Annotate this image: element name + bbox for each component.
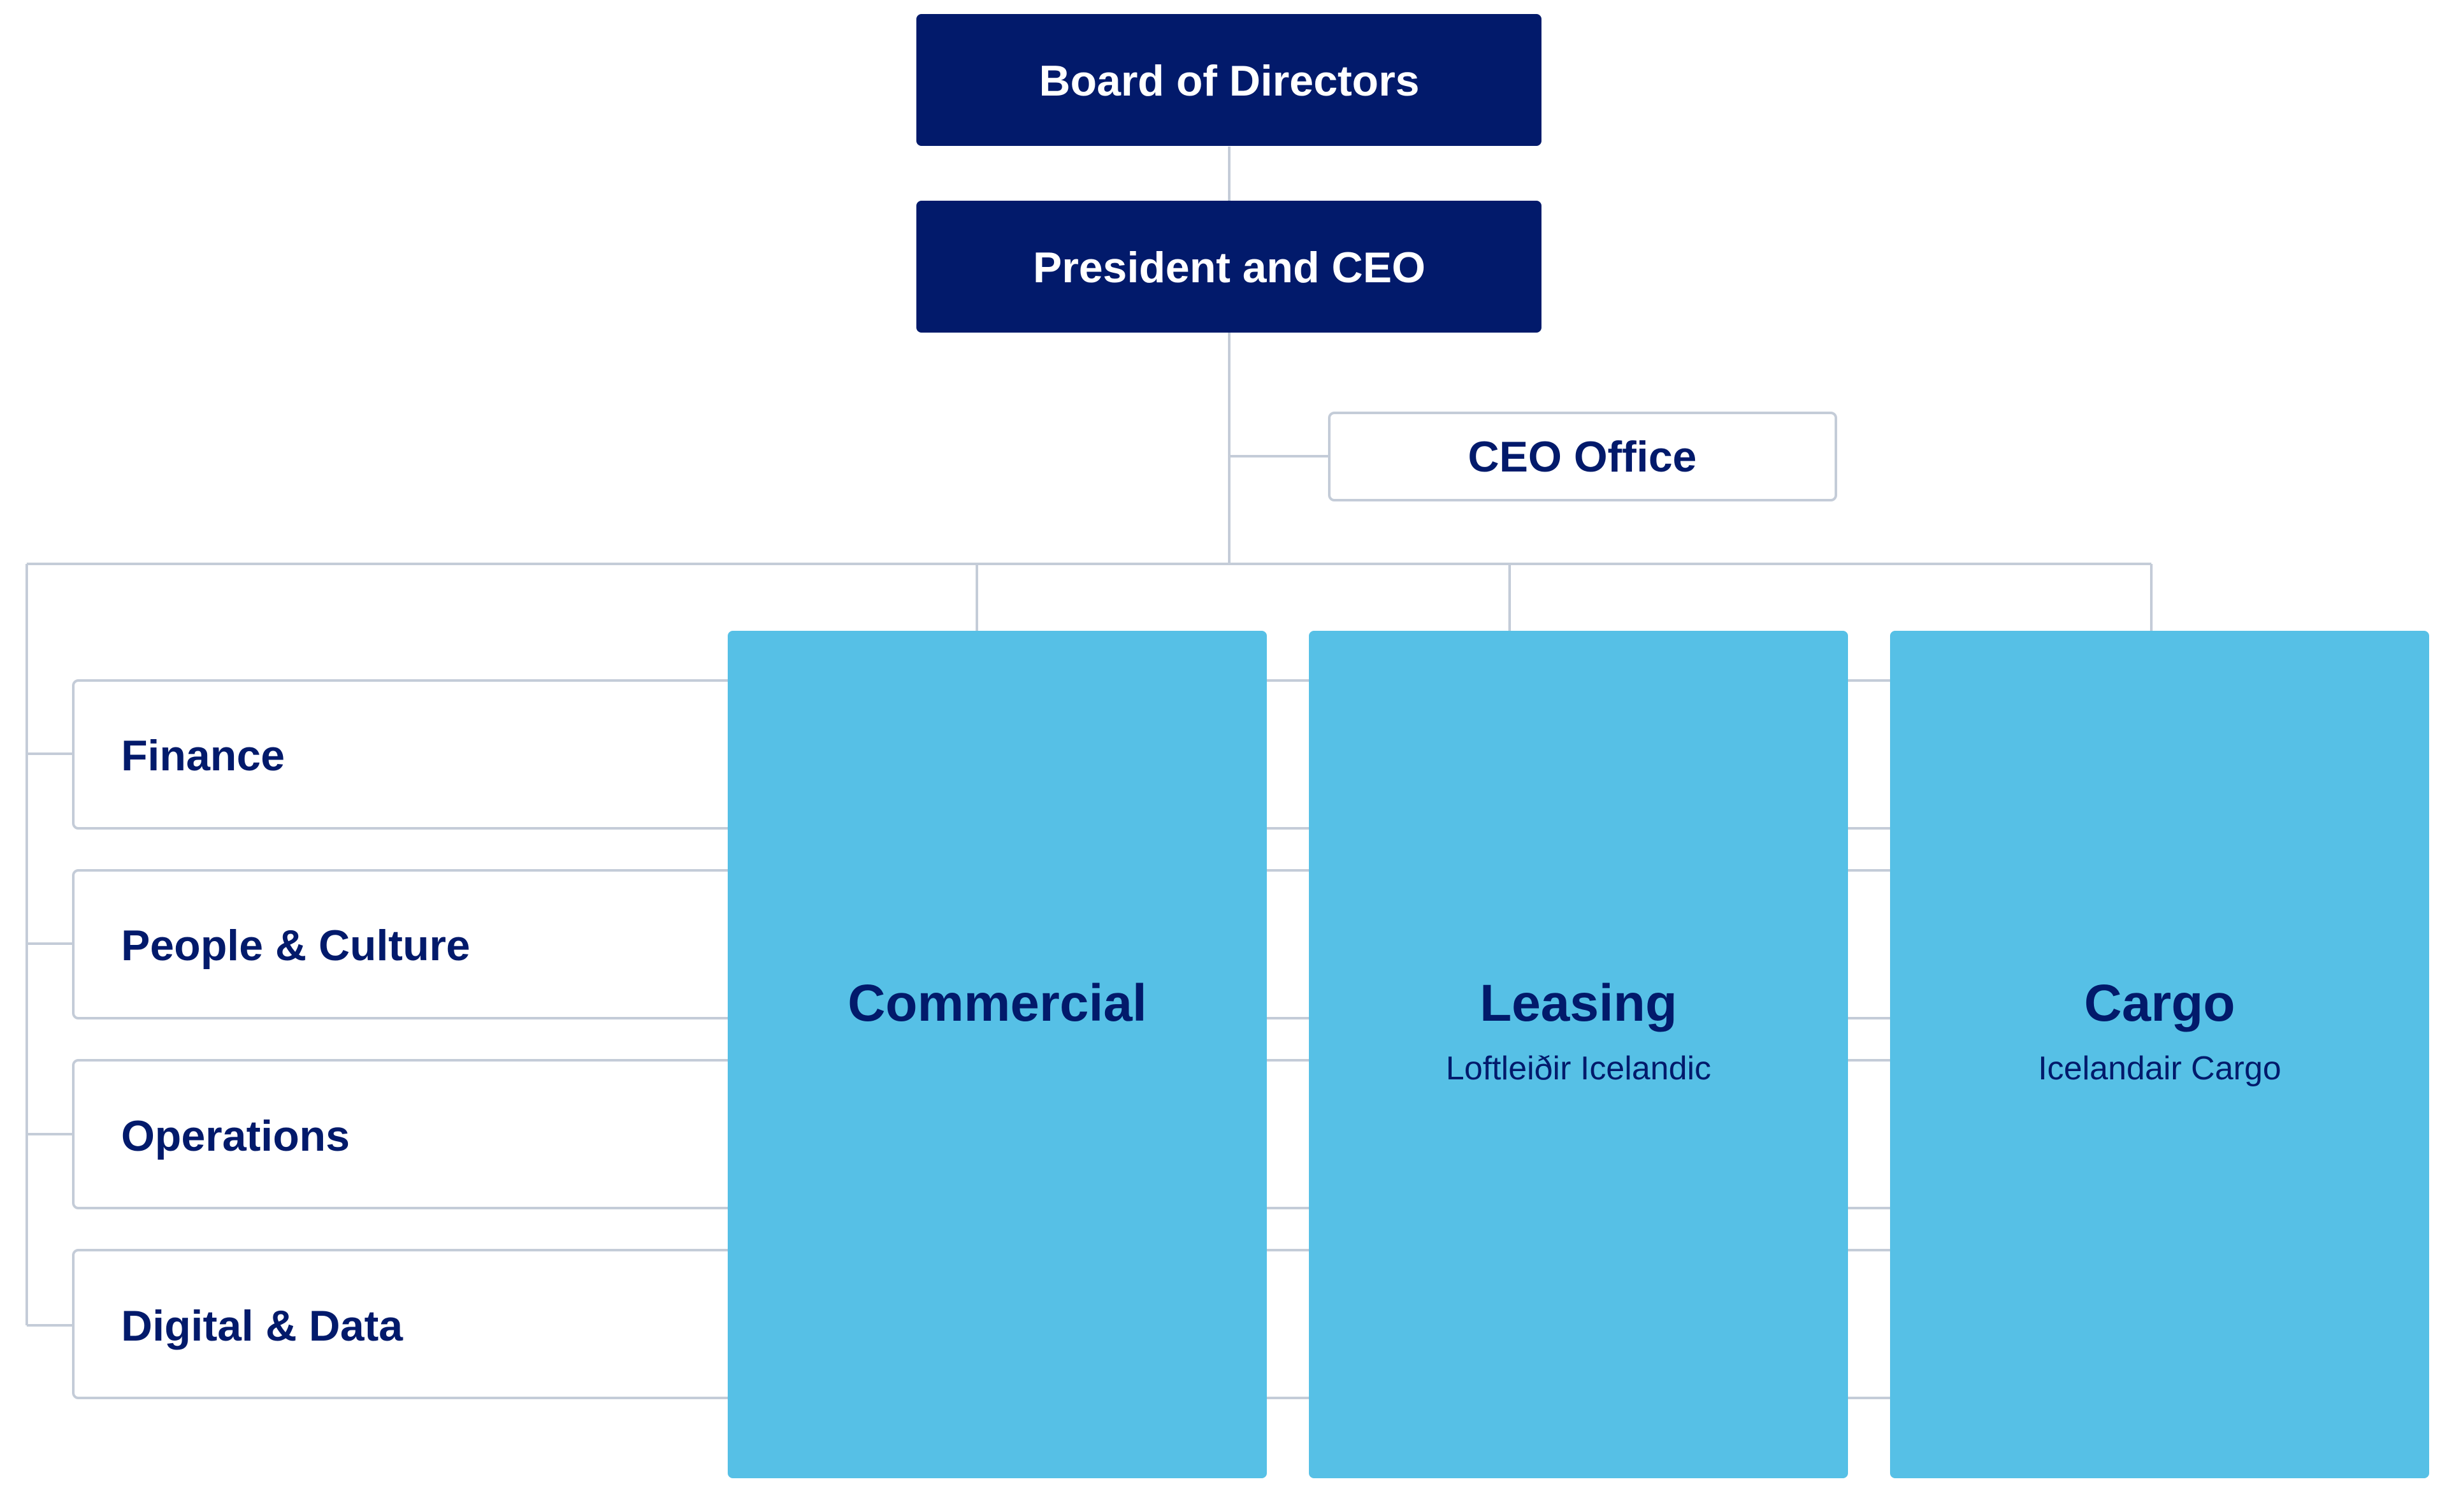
connectors — [25, 147, 2153, 1327]
business-unit-leasing: Leasing Loftleiðir Icelandic — [1309, 631, 1848, 1478]
ceo-label: President and CEO — [1033, 243, 1426, 292]
president-ceo: President and CEO — [916, 201, 1541, 333]
function-label-finance: Finance — [121, 731, 285, 780]
ceo-office-box — [1328, 412, 1837, 501]
board-of-directors: Board of Directors — [916, 14, 1541, 146]
cargo-subtitle: Icelandair Cargo — [2038, 1050, 2281, 1087]
commercial-label: Commercial — [848, 974, 1146, 1032]
commercial-box — [728, 631, 1267, 1478]
function-label-digital-data: Digital & Data — [121, 1302, 403, 1350]
leasing-label: Leasing — [1480, 974, 1677, 1032]
board-box — [916, 14, 1541, 146]
function-label-people-culture: People & Culture — [121, 921, 470, 970]
cargo-box — [1890, 631, 2429, 1478]
ceo-box — [916, 201, 1541, 333]
business-unit-cargo: Cargo Icelandair Cargo — [1890, 631, 2429, 1478]
leasing-box — [1309, 631, 1848, 1478]
board-label: Board of Directors — [1039, 57, 1420, 105]
ceo-office-label: CEO Office — [1468, 433, 1697, 481]
leasing-subtitle: Loftleiðir Icelandic — [1446, 1050, 1711, 1087]
function-label-operations: Operations — [121, 1112, 350, 1160]
ceo-office: CEO Office — [1328, 412, 1837, 501]
cargo-label: Cargo — [2084, 974, 2235, 1032]
business-unit-commercial: Commercial — [728, 631, 1267, 1478]
